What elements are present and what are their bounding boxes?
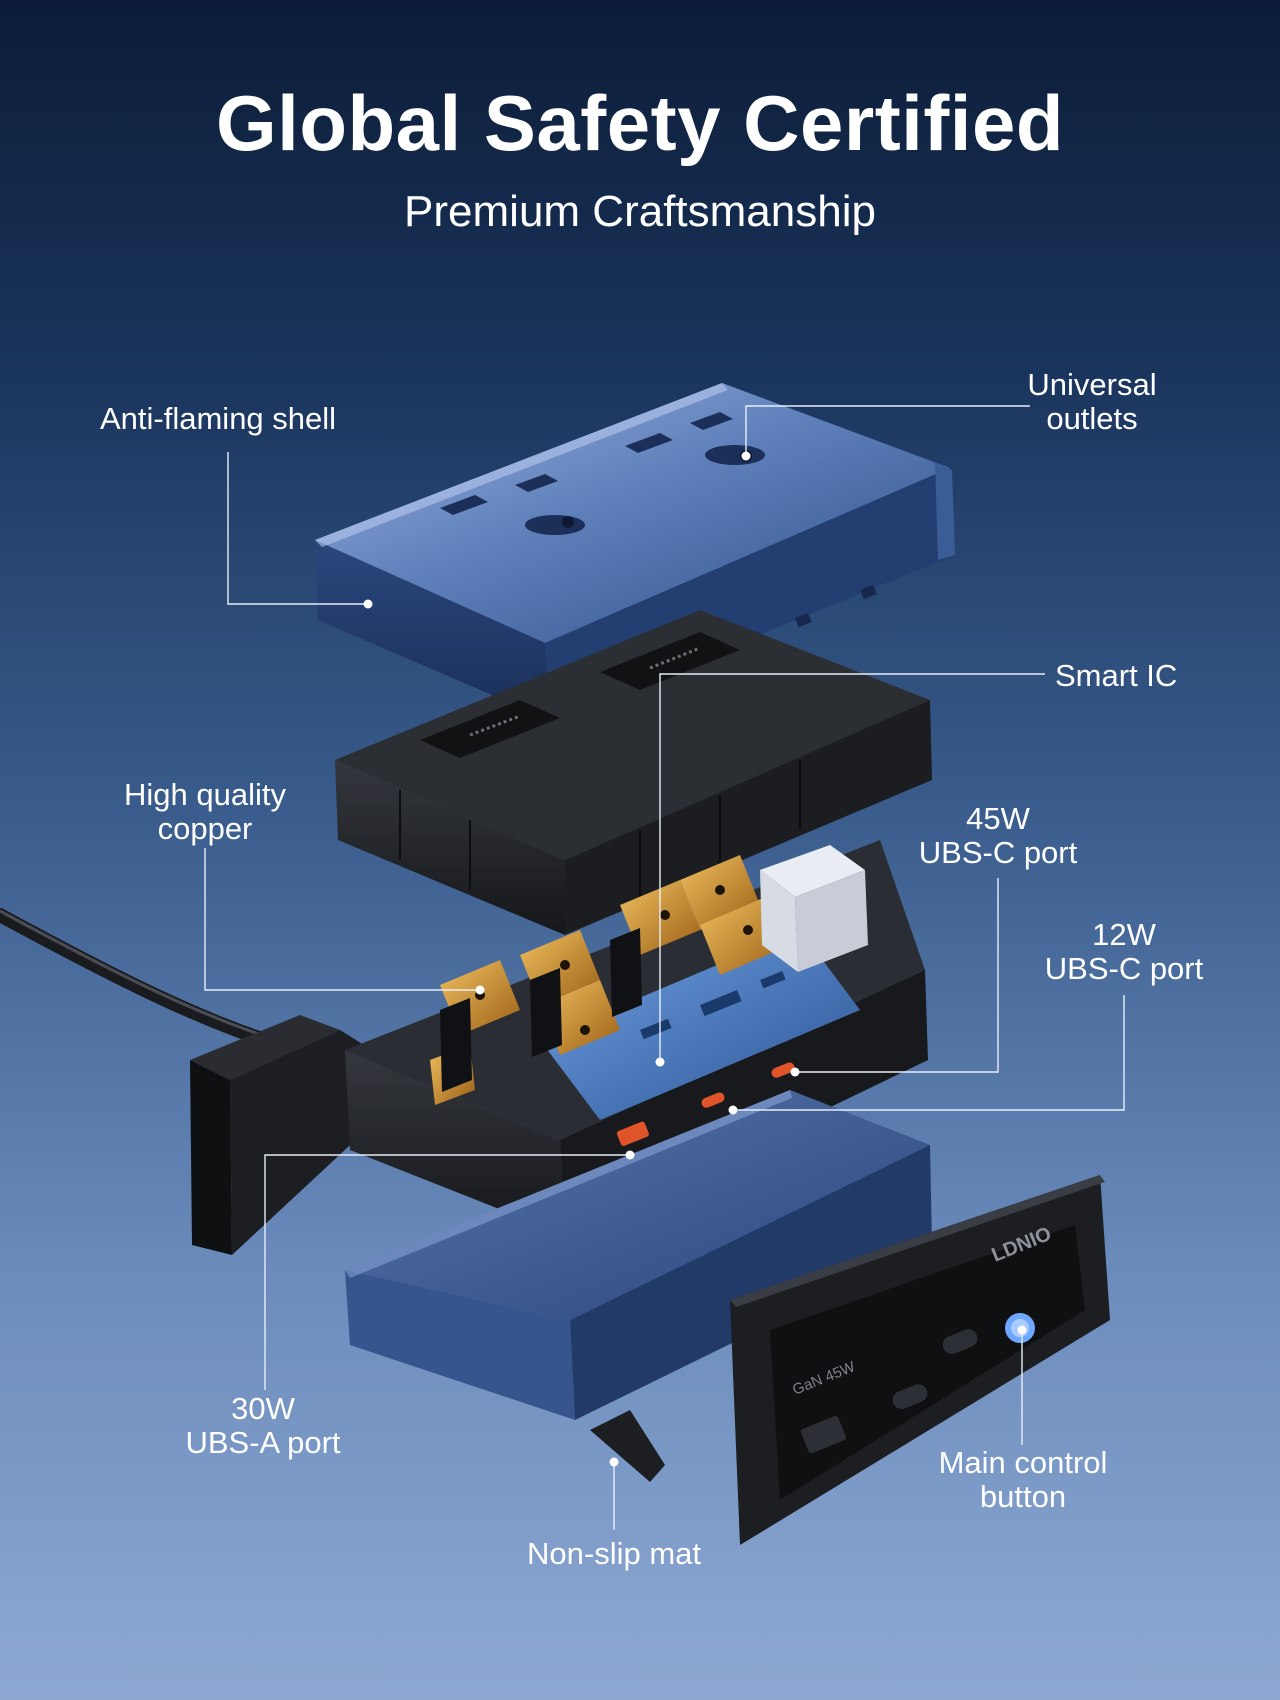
front-usb-c-port-1 xyxy=(892,1384,928,1409)
label-anti-flaming-shell: Anti-flaming shell xyxy=(100,401,337,436)
callout-leaders xyxy=(204,405,1125,1530)
front-usb-a-port xyxy=(800,1415,846,1454)
front-panel: LDNIO GaN 45W xyxy=(730,1175,1110,1545)
page-title: Global Safety Certified xyxy=(215,79,1065,167)
outlet-frame xyxy=(335,610,932,935)
label-main-control-button: Main control button xyxy=(938,1445,1108,1514)
label-30w-usb-a-port: 30W UBS-A port xyxy=(185,1391,341,1460)
usb-a-port-30w xyxy=(616,1121,649,1146)
label-universal-outlets: Universal outlets xyxy=(1027,367,1157,436)
universal-outlet-1 xyxy=(440,474,585,535)
usb-c-port-12w xyxy=(701,1092,725,1108)
label-45w-usb-c-port: 45W UBS-C port xyxy=(918,801,1078,870)
bottom-shell xyxy=(345,1090,932,1482)
label-high-quality-copper: High quality copper xyxy=(124,777,286,846)
label-non-slip-mat: Non-slip mat xyxy=(527,1536,701,1571)
label-12w-usb-c-port: 12W UBS-C port xyxy=(1044,917,1204,986)
power-cable xyxy=(0,908,287,1052)
anti-flaming-shell xyxy=(315,383,955,720)
usb-c-port-45w xyxy=(771,1062,795,1078)
non-slip-mat xyxy=(590,1410,665,1482)
page-subtitle: Premium Craftsmanship xyxy=(404,187,876,236)
label-smart-ic: Smart IC xyxy=(1055,658,1178,693)
front-usb-c-port-2 xyxy=(942,1329,978,1354)
